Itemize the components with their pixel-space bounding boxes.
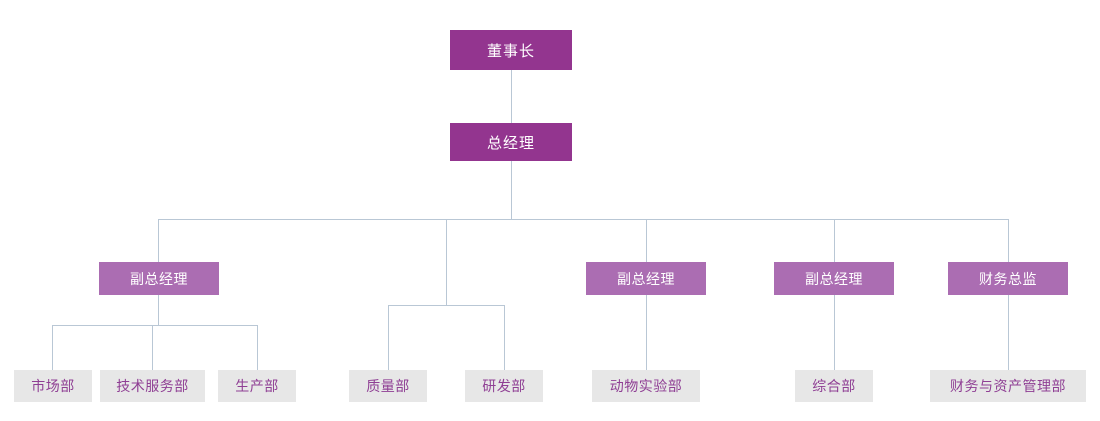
connector-drop-deputy-1 bbox=[158, 219, 159, 262]
node-finance-director[interactable]: 财务总监 bbox=[948, 262, 1068, 295]
node-finance-director-label: 财务总监 bbox=[979, 271, 1037, 288]
connector-gm-stem bbox=[511, 160, 512, 219]
connector-drop-finance-director bbox=[1008, 219, 1009, 262]
node-general-affairs-dept-label: 综合部 bbox=[812, 379, 856, 395]
connector-deputy4-to-general-affairs bbox=[834, 295, 835, 370]
node-marketing-dept[interactable]: 市场部 bbox=[14, 370, 92, 402]
connector-drop-deputy-4 bbox=[834, 219, 835, 262]
node-chairman-label: 董事长 bbox=[486, 41, 535, 60]
node-finance-asset-dept[interactable]: 财务与资产管理部 bbox=[930, 370, 1086, 402]
node-deputy-gm-1-label: 副总经理 bbox=[130, 271, 188, 288]
connector-branch1-bus bbox=[52, 325, 258, 326]
connector-level3-bus bbox=[158, 219, 1009, 220]
node-animal-lab-dept[interactable]: 动物实验部 bbox=[592, 370, 700, 402]
node-production-dept[interactable]: 生产部 bbox=[218, 370, 296, 402]
node-animal-lab-dept-label: 动物实验部 bbox=[609, 379, 683, 395]
node-deputy-gm-4-label: 副总经理 bbox=[805, 271, 863, 288]
connector-chairman-to-gm bbox=[511, 70, 512, 123]
node-deputy-gm-3-label: 副总经理 bbox=[617, 271, 675, 288]
connector-deputy1-stem bbox=[158, 295, 159, 326]
node-rnd-dept[interactable]: 研发部 bbox=[465, 370, 543, 402]
connector-drop-rnd bbox=[504, 305, 505, 370]
node-finance-asset-dept-label: 财务与资产管理部 bbox=[950, 379, 1066, 395]
node-chairman[interactable]: 董事长 bbox=[450, 30, 572, 70]
node-tech-service-dept-label: 技术服务部 bbox=[116, 379, 189, 395]
connector-drop-production bbox=[257, 325, 258, 370]
node-production-dept-label: 生产部 bbox=[235, 379, 279, 395]
node-general-manager-label: 总经理 bbox=[486, 133, 535, 152]
node-marketing-dept-label: 市场部 bbox=[31, 379, 75, 395]
node-deputy-gm-4[interactable]: 副总经理 bbox=[774, 262, 894, 295]
node-quality-dept-label: 质量部 bbox=[366, 379, 410, 395]
node-deputy-gm-3[interactable]: 副总经理 bbox=[586, 262, 706, 295]
connector-drop-marketing bbox=[52, 325, 53, 370]
connector-finance-director-to-finance-dept bbox=[1008, 295, 1009, 370]
node-deputy-gm-1[interactable]: 副总经理 bbox=[99, 262, 219, 295]
node-tech-service-dept[interactable]: 技术服务部 bbox=[100, 370, 205, 402]
connector-deputy2-stem bbox=[446, 219, 447, 306]
connector-deputy3-to-animal-lab bbox=[646, 295, 647, 370]
connector-drop-deputy-3 bbox=[646, 219, 647, 262]
connector-drop-tech-service bbox=[152, 325, 153, 370]
connector-branch2-bus bbox=[388, 305, 505, 306]
node-rnd-dept-label: 研发部 bbox=[482, 379, 526, 395]
node-general-manager[interactable]: 总经理 bbox=[450, 123, 572, 161]
connector-drop-quality bbox=[388, 305, 389, 370]
node-general-affairs-dept[interactable]: 综合部 bbox=[795, 370, 873, 402]
node-quality-dept[interactable]: 质量部 bbox=[349, 370, 427, 402]
